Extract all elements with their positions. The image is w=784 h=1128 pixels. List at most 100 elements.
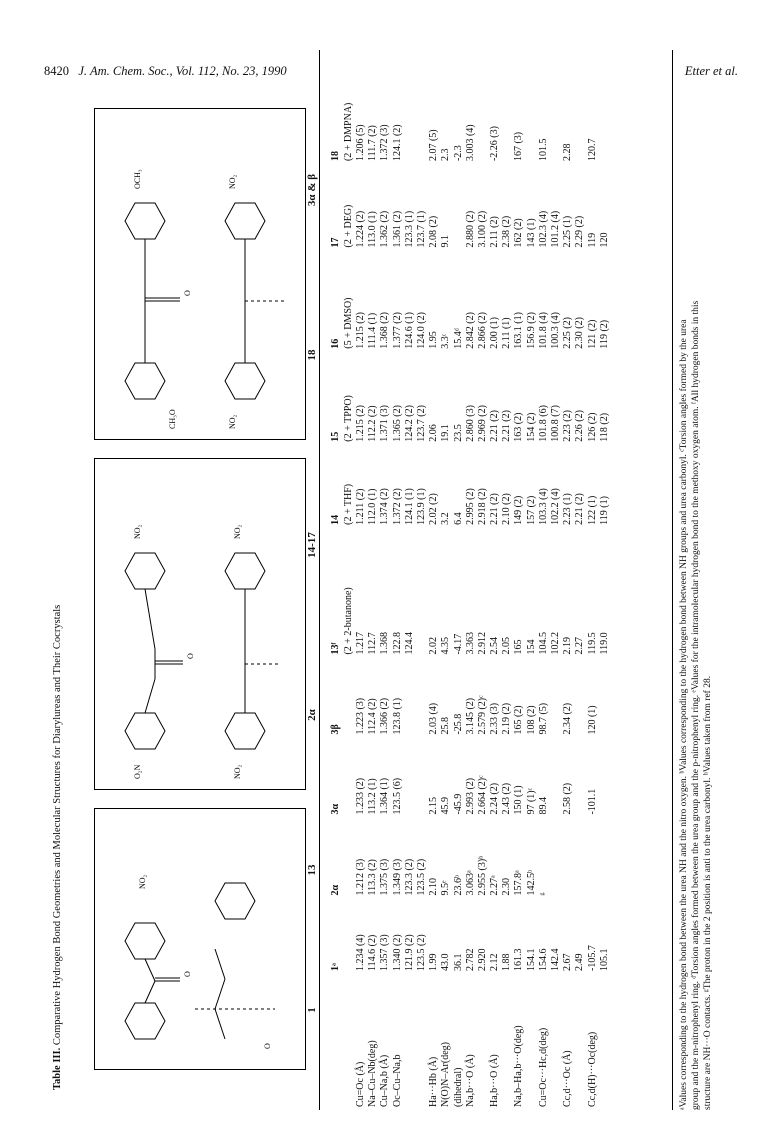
table-cell: 2.33 (3) 2.19 (2) (489, 702, 513, 735)
table-cell: 126 (2) 118 (2) (586, 412, 610, 442)
table-title: Comparative Hydrogen Bond Geometries and… (52, 604, 63, 1046)
table-cell: 165 154 (513, 639, 537, 655)
table-cell: 2.02 (2) 3.2 6.4 2.995 (2) 2.918 (2) (428, 488, 488, 525)
table-cell: 98.7 (5) (537, 702, 549, 735)
table-cell: 2.54 2.05 (489, 637, 513, 655)
footnote-line: group and the m-nitrophenyl ring. ᵈTorsi… (690, 300, 701, 1110)
table-cell: 89.4 (537, 797, 549, 815)
column-subheader: (2 + DEG) (343, 204, 354, 248)
table-cell: 122.8 124.4 (391, 632, 415, 655)
column-subheader-row: (2 + 2-butanone) (2 + THF) (2 + TPPO) (5… (343, 50, 355, 1110)
page-number: 8420 (44, 64, 69, 78)
running-header-authors: Etter et al. (684, 64, 738, 78)
table-label: Table III. (52, 1047, 63, 1090)
svg-text:NO₂: NO₂ (233, 524, 242, 539)
table-caption: Table III. Comparative Hydrogen Bond Geo… (52, 605, 65, 1090)
table-cell: 1.377 (2) 124.6 (1) 124.0 (2) (391, 312, 427, 349)
column-subheader (343, 818, 355, 899)
table-top-rule (319, 50, 320, 1110)
rotated-table-page: Table III. Comparative Hydrogen Bond Geo… (44, 50, 744, 1110)
column-header: 15 (330, 431, 341, 442)
table-cell: 165 (2) 108 (2) (513, 705, 537, 735)
column-subheader: (2 + TPPO) (343, 395, 354, 442)
table-cell: 163 (2) 154 (2) (513, 412, 537, 442)
column-subheader (343, 658, 355, 738)
column-header: 3α (330, 803, 341, 815)
table-bottom-rule (672, 50, 673, 1110)
table-cell: 2.27ᵃ 2.30 (489, 875, 513, 896)
svg-text:O: O (263, 1043, 272, 1049)
column-header: 18 (330, 151, 341, 162)
table-cell: 2.08 (2) 9.1 2.880 (2) 3.100 (2) (428, 210, 488, 248)
structure-label-13: 13 (306, 864, 318, 876)
table-cell: 1.99 43.0 36.1 2.782 2.920 (428, 948, 488, 972)
svg-text:NO₂: NO₂ (228, 174, 237, 189)
table-cell: 1.365 (2) 124.2 (2) 123.7 (2) (391, 405, 427, 442)
table-cell: 2.28 (562, 143, 574, 162)
svg-text:O: O (186, 653, 195, 659)
table-cell: 122 (1) 119 (1) (586, 495, 610, 525)
table-cell: 167 (3) (513, 131, 525, 162)
column-header-blank (329, 974, 343, 1110)
table-cell: 2.21 (2) 2.10 (2) (489, 493, 513, 525)
table-cell: 161.3 154.1 (513, 948, 537, 972)
table-cell: 2.25 (1) 2.29 (2) (562, 215, 586, 248)
column-header-row: 1ᵃ 2α 3α 3β 13ᶠ 14 15 16 17 18 (329, 50, 343, 1110)
svg-text:OCH₃: OCH₃ (133, 169, 142, 189)
table-row: Ha···Hb (Å) N(O)N–Ar(deg) (dihedral) Na,… (428, 50, 489, 1110)
table-cell: 2.25 (2) 2.30 (2) (562, 317, 586, 349)
structure-label-14-17: 14-17 (306, 532, 318, 558)
hydrogen-bond-table: 1ᵃ 2α 3α 3β 13ᶠ 14 15 16 17 18 (2 + 2-bu… (329, 50, 611, 1110)
table-cell: 101.8 (6) 100.8 (7) (537, 405, 561, 442)
row-label: Cc,d···Oc (Å) (562, 1050, 574, 1107)
table-cell: 2.67 2.49 (562, 953, 586, 972)
svg-text:NO₂: NO₂ (133, 524, 142, 539)
row-label: Ha,b···O (Å) (489, 1054, 501, 1107)
table-cell: 1.349 (3) 123.3 (2) 123.5 (2) (391, 858, 427, 896)
table-cell: 101.8 (4) 100.3 (4) (537, 312, 561, 349)
table-cell: 162 (2) 143 (1) (513, 218, 537, 248)
table-cell: 119 120 (586, 232, 610, 248)
table-cell: 2.06 19.1 23.5 2.860 (3) 2.969 (2) (428, 405, 488, 442)
svg-text:NO₂: NO₂ (233, 764, 242, 779)
table-cell: 119.5 119.0 (586, 632, 610, 655)
svg-text:O: O (183, 290, 192, 296)
table-cell: 157.8ᵃ 142.5ᵇ (513, 869, 537, 896)
structure-label-18: 18 (306, 349, 318, 361)
table-cell: 2.24 (2) 2.43 (2) (489, 782, 513, 815)
table-cell: 101.5 (537, 138, 549, 162)
running-header-left: 8420 J. Am. Chem. Soc., Vol. 112, No. 23… (44, 64, 287, 79)
table-cell: 2.10 9.5ᵉ 23.6ᵇ 3.063ᵃ 2.955 (3)ᵇ (428, 855, 488, 896)
table-cell: 121 (2) 119 (2) (586, 319, 610, 349)
table-cell: 102.3 (4) 101.2 (4) (537, 210, 561, 248)
table-cell: 2.19 2.27 (562, 637, 586, 655)
row-label: Cu=Oc (Å) Na–Cu–Nb(deg) Cu–Na,b (Å) (355, 1040, 391, 1107)
row-label: Ha···Hb (Å) N(O)N–Ar(deg) (dihedral) Na,… (428, 1042, 476, 1107)
structure-label-1: 1 (306, 1007, 318, 1013)
table-cell: 103.3 (4) 102.2 (4) (537, 488, 561, 525)
table-cell: 1.215 (2) 111.4 (1) 1.368 (2) (355, 312, 391, 349)
svg-text:O₂N: O₂N (133, 764, 142, 779)
table-cell: 2.00 (1) 2.11 (1) (489, 317, 513, 349)
table-cell: 2.07 (5) 2.3 -2.3 3.003 (4) (428, 124, 476, 162)
table-cell (587, 818, 611, 899)
column-subheader: (2 + THF) (343, 483, 354, 525)
table-cell: -101.1 (586, 788, 598, 815)
table-cell: 2.58 (2) (562, 782, 574, 815)
table-body: Cu=Oc (Å) Na–Cu–Nb(deg) Cu–Na,b (Å)1.234… (355, 50, 611, 1110)
table-cell: 1.372 (2) 124.1 (1) 123.9 (1) (391, 488, 427, 525)
column-header: 13ᶠ (330, 642, 341, 655)
table-cell: 123.8 (1) (391, 697, 403, 735)
column-header: 14 (330, 514, 341, 525)
subheader-blank (343, 974, 355, 1110)
table-cell: 2.34 (2) (562, 702, 574, 735)
table-cell: 2.23 (2) 2.26 (2) (562, 410, 586, 442)
table-cell: 1.340 (2) 121.9 (2) 123.5 (2) (391, 934, 427, 971)
